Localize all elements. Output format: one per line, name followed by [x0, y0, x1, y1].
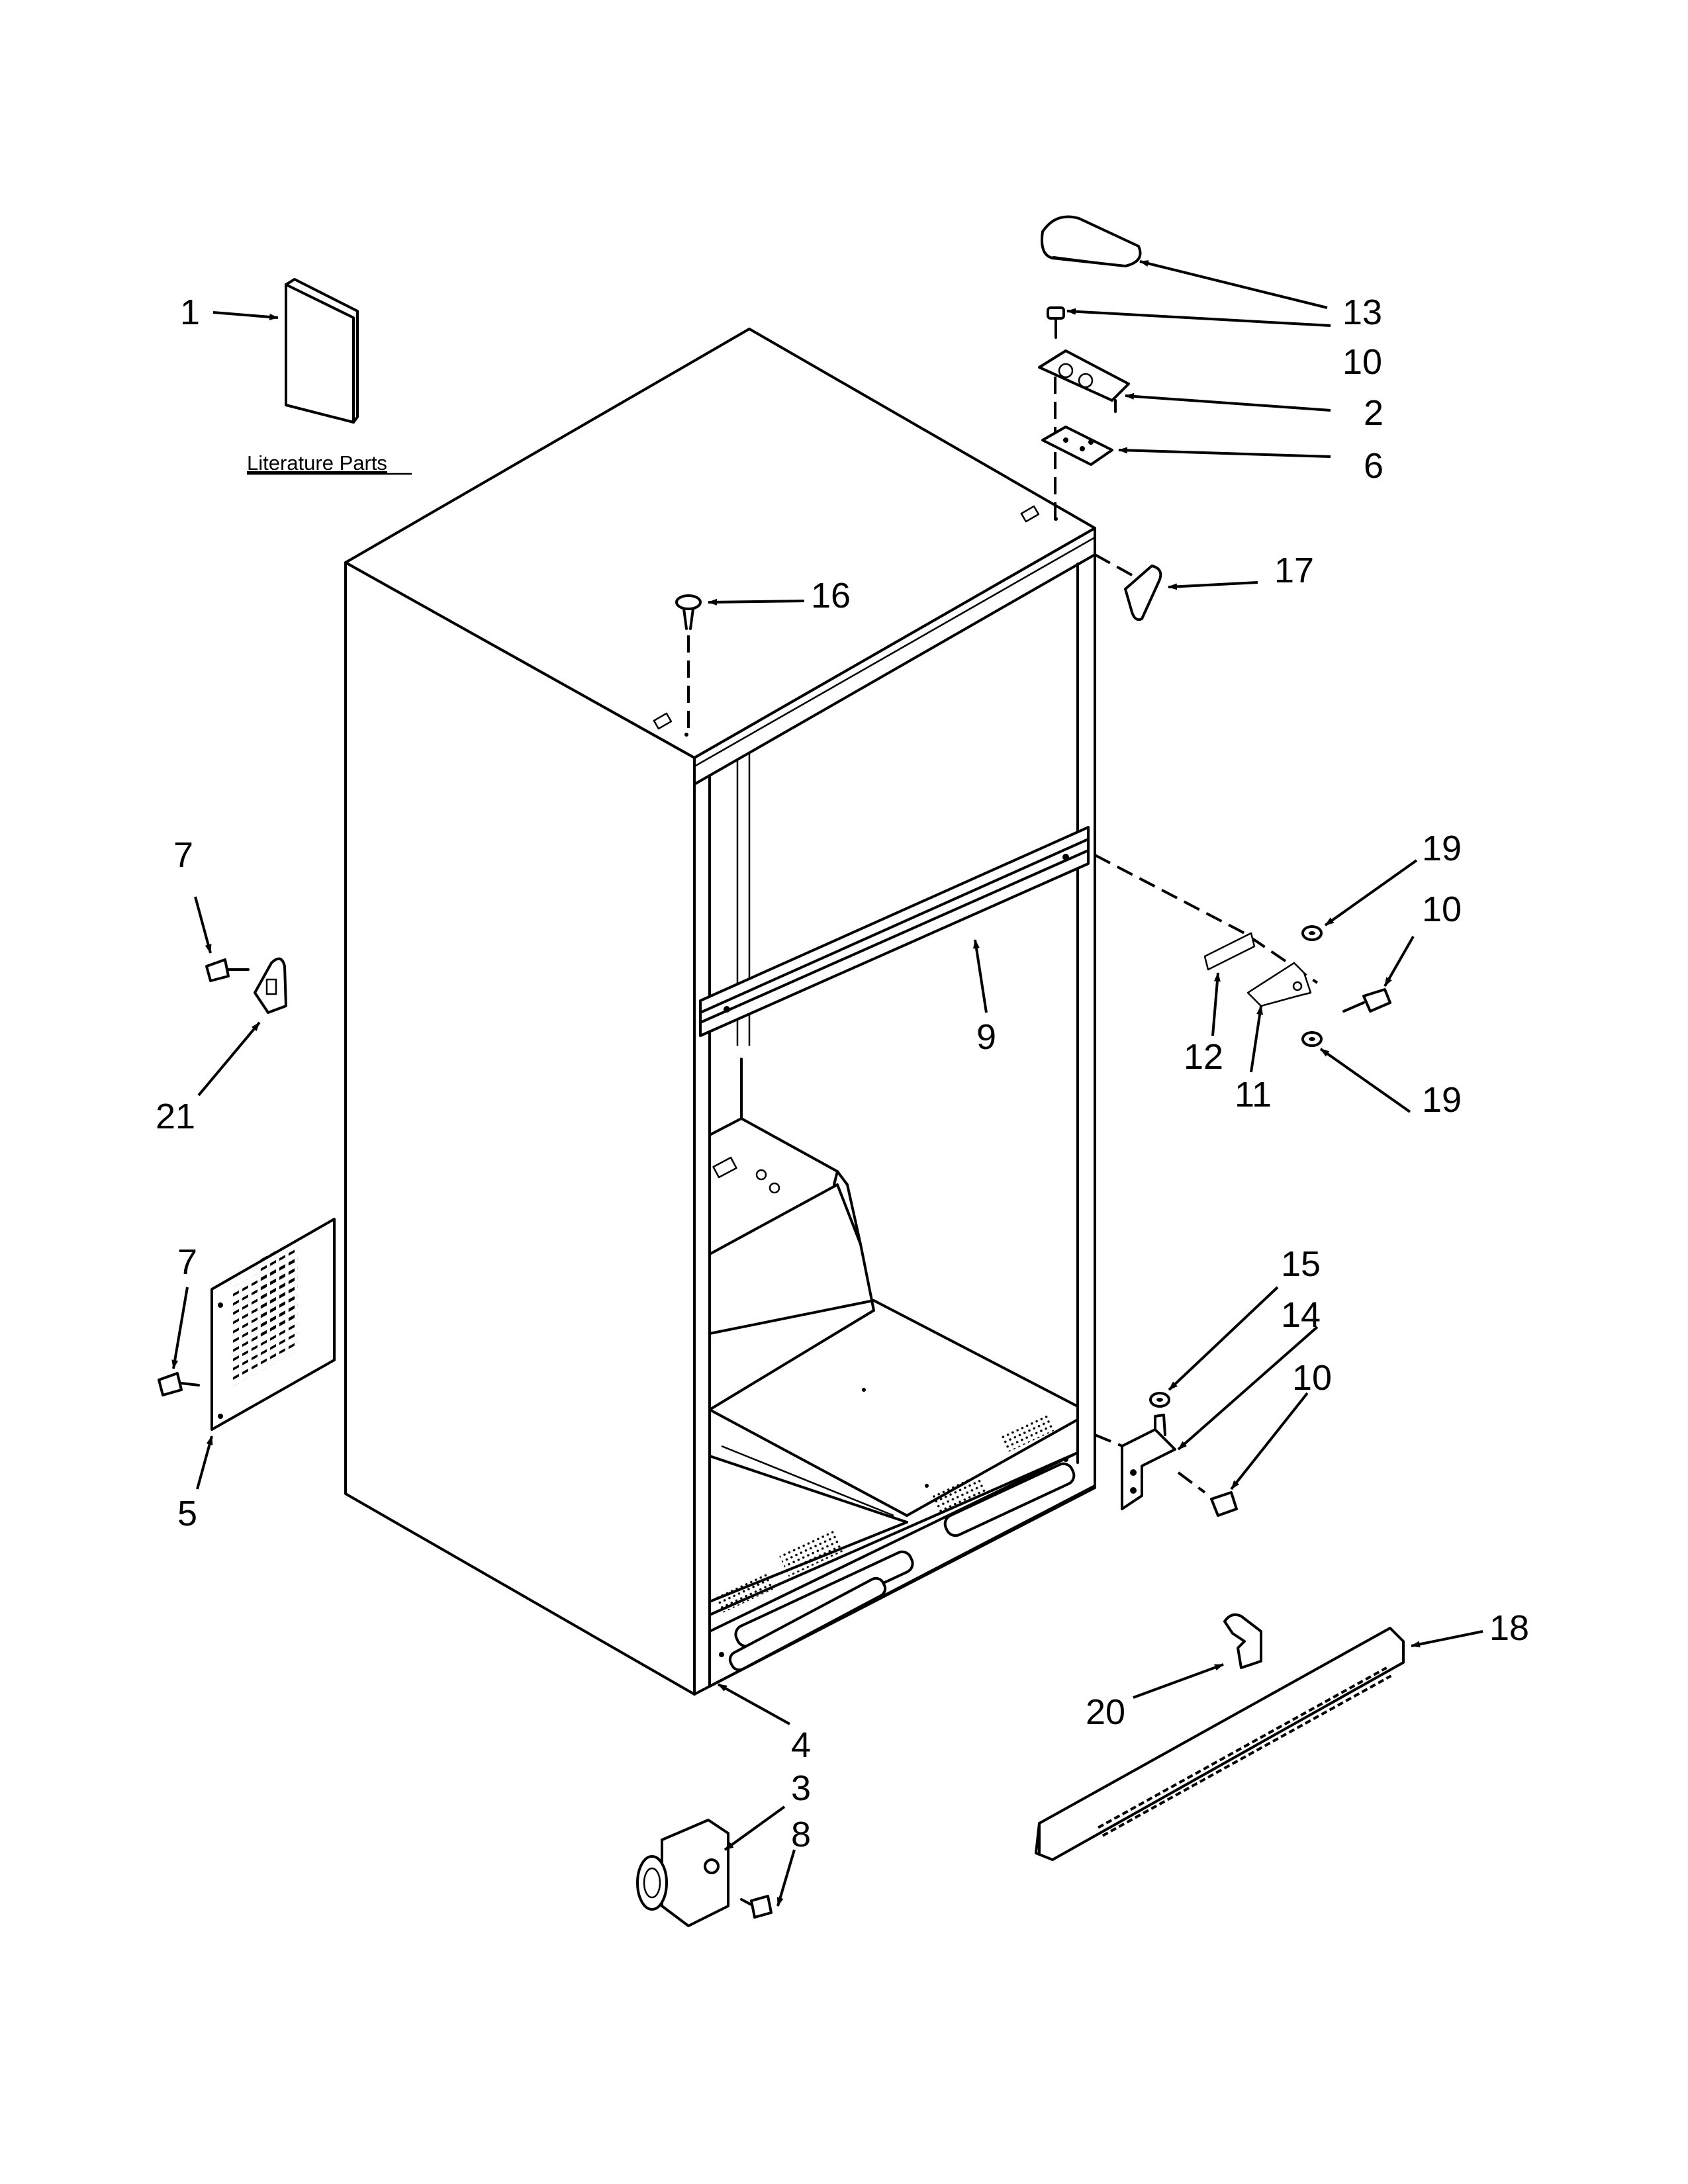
- leveling-leg-assembly: [636, 1819, 729, 1927]
- toe-grille: [1035, 1627, 1405, 1861]
- callout-10-top: 10: [1342, 342, 1382, 382]
- literature-parts-booklet: [285, 278, 359, 424]
- lower-compartment-interior: [708, 1058, 1079, 1657]
- callout-13: 13: [1342, 293, 1382, 332]
- hinge-shim: [1041, 426, 1113, 466]
- callout-14: 14: [1281, 1295, 1321, 1335]
- callout-17: 17: [1274, 551, 1314, 590]
- callout-10-center: 10: [1422, 889, 1462, 929]
- callout-7-lower: 7: [177, 1242, 197, 1282]
- bottom-hinge-washer: [1149, 1392, 1170, 1408]
- callout-9: 9: [976, 1017, 996, 1057]
- cabinet-divider-bar: [699, 826, 1090, 1037]
- callout-leader-lines: [171, 260, 1483, 1907]
- washer-bottom: [1301, 1031, 1323, 1047]
- callout-2: 2: [1364, 393, 1383, 433]
- plug-button: [675, 594, 702, 630]
- callout-19-top: 19: [1422, 829, 1462, 868]
- callout-7-upper: 7: [173, 835, 193, 875]
- screw-upper-left: [205, 958, 250, 982]
- washer-top: [1301, 925, 1323, 941]
- callout-8: 8: [791, 1815, 811, 1854]
- center-hinge-shim: [1203, 932, 1256, 971]
- callout-numbers: 1 13 10 2 6 17 16 9 19 10 12 11 19 7 21 …: [156, 293, 1529, 1854]
- bottom-hinge-screw: [1210, 1491, 1238, 1517]
- callout-21: 21: [156, 1097, 195, 1136]
- callout-4: 4: [791, 1725, 811, 1765]
- callout-10-bottom: 10: [1292, 1358, 1332, 1398]
- callout-15: 15: [1281, 1244, 1321, 1284]
- callout-1: 1: [180, 293, 200, 332]
- callout-18: 18: [1489, 1608, 1529, 1648]
- literature-parts-label: Literature Parts: [247, 451, 387, 475]
- top-hinge-screw: [1047, 306, 1065, 339]
- center-hinge: [1246, 962, 1312, 1007]
- bottom-hinge: [1121, 1414, 1176, 1510]
- callout-16: 16: [811, 576, 851, 615]
- center-hinge-screw: [1342, 988, 1391, 1013]
- callout-11: 11: [1235, 1075, 1272, 1115]
- callout-3: 3: [791, 1768, 811, 1808]
- screw-lower-left: [158, 1372, 200, 1396]
- hinge-plug: [1124, 565, 1162, 621]
- bottom-hinge-screw-line: [1177, 1471, 1206, 1494]
- leveling-leg-screw: [740, 1895, 773, 1919]
- top-hinge-cover: [1041, 215, 1142, 267]
- grille-clip: [1223, 1613, 1262, 1669]
- callout-6: 6: [1364, 446, 1383, 486]
- callout-12: 12: [1184, 1037, 1223, 1077]
- callout-5: 5: [177, 1494, 197, 1533]
- rear-access-panel: [211, 1218, 336, 1431]
- top-hinge-cover-alignment-line: [1094, 553, 1146, 584]
- bracket-upper-left: [254, 957, 287, 1014]
- callout-19-bottom: 19: [1422, 1080, 1462, 1120]
- top-hinge: [1038, 349, 1130, 413]
- callout-20: 20: [1086, 1692, 1125, 1732]
- refrigerator-cabinet: [344, 328, 1096, 1696]
